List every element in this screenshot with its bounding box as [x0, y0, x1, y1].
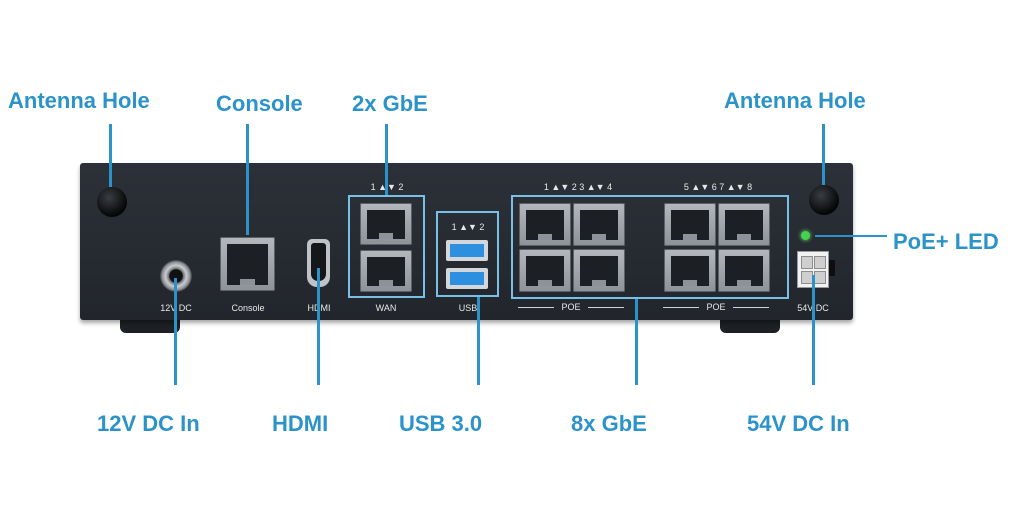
callout-line-console: [246, 124, 249, 235]
wan-port-2-icon: [360, 250, 412, 292]
callout-8x-gbe: 8x GbE: [571, 411, 647, 436]
callout-line-antenna-right: [822, 124, 825, 185]
usb-highlight-box: [436, 211, 499, 297]
poe-port-numbers-1-4: 1 ▲▼ 2 3 ▲▼ 4: [543, 182, 613, 192]
panel-label-poe-left: POE: [561, 302, 581, 312]
poe-divider-right-a: [663, 307, 699, 308]
poe-port-4-icon: [573, 249, 625, 292]
callout-line-antenna-left: [109, 124, 112, 187]
panel-label-wan: WAN: [375, 303, 397, 313]
panel-label-poe-right: POE: [706, 302, 726, 312]
poe-port-2-icon: [519, 249, 571, 292]
poe-port-1-icon: [519, 203, 571, 246]
callout-line-poe-led: [815, 235, 887, 237]
poe-divider-right-b: [733, 307, 769, 308]
console-port-icon: [220, 237, 275, 291]
callout-line-8x-gbe: [635, 299, 638, 385]
callout-54v-dc-in: 54V DC In: [747, 411, 850, 436]
poe-port-5-icon: [664, 203, 716, 246]
power-pin-icon: [801, 256, 813, 269]
antenna-hole-left-icon: [97, 187, 127, 217]
callout-line-hdmi: [317, 268, 320, 385]
callout-console: Console: [216, 91, 303, 116]
device-foot-right: [720, 319, 780, 333]
usb-port-2-icon: [446, 268, 488, 289]
callout-2x-gbe: 2x GbE: [352, 91, 428, 116]
panel-label-console: Console: [231, 303, 265, 313]
poe-highlight-box: [511, 195, 789, 299]
callout-usb-3-0: USB 3.0: [399, 411, 483, 436]
callout-hdmi: HDMI: [272, 411, 329, 436]
callout-12v-dc-in: 12V DC In: [97, 411, 200, 436]
callout-line-usb: [477, 297, 480, 385]
poe-port-7-icon: [718, 203, 770, 246]
callout-poe-led: PoE+ LED: [893, 229, 999, 254]
antenna-hole-right-icon: [809, 185, 839, 215]
panel-label-usb: USB: [458, 303, 478, 313]
power-connector-side: [829, 260, 835, 276]
device-foot-left: [120, 319, 180, 333]
poe-divider-left-a: [518, 307, 554, 308]
poe-port-3-icon: [573, 203, 625, 246]
callout-antenna-hole-left: Antenna Hole: [8, 88, 150, 113]
callout-line-12v-dc: [174, 278, 177, 385]
callout-line-2x-gbe: [385, 124, 388, 195]
hdmi-port-icon: [307, 239, 330, 287]
usb-port-1-icon: [446, 240, 488, 261]
power-pin-icon: [814, 256, 826, 269]
poe-divider-left-b: [588, 307, 624, 308]
poe-port-6-icon: [664, 249, 716, 292]
wan-port-1-icon: [360, 203, 412, 245]
poe-port-8-icon: [718, 249, 770, 292]
wan-highlight-box: [348, 195, 425, 298]
usb-port-numbers: 1 ▲▼ 2: [451, 222, 485, 232]
poe-led-icon: [801, 231, 810, 240]
callout-antenna-hole-right: Antenna Hole: [724, 88, 866, 113]
callout-line-54v-dc: [812, 275, 815, 385]
power-pin-icon: [814, 271, 826, 284]
poe-port-numbers-5-8: 5 ▲▼ 6 7 ▲▼ 8: [683, 182, 753, 192]
